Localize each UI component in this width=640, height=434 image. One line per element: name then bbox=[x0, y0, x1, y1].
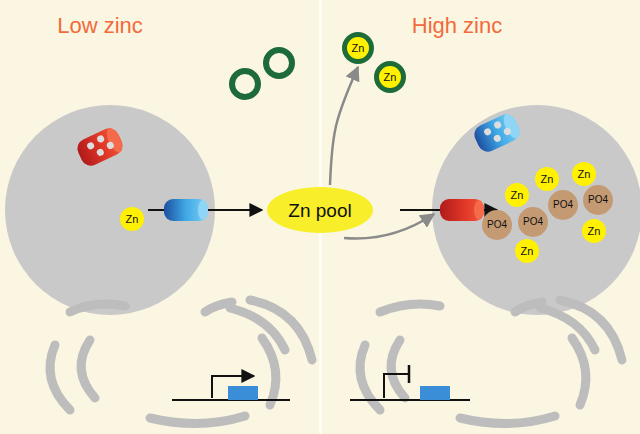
phosphate: PO4 bbox=[548, 190, 578, 220]
er-membranes bbox=[50, 300, 622, 424]
panel-title: Low zinc bbox=[57, 13, 143, 39]
panel-title: High zinc bbox=[412, 13, 502, 39]
node-text: Zn bbox=[352, 43, 365, 54]
gene-box bbox=[420, 386, 450, 400]
repression-bar bbox=[408, 365, 411, 383]
empty-zinc-carrier bbox=[266, 50, 292, 76]
node-text: Zn bbox=[578, 169, 591, 180]
zinc-ion: Zn bbox=[572, 162, 596, 186]
vacuole bbox=[5, 105, 215, 315]
zinc-ion: Zn bbox=[120, 207, 144, 231]
node-text: PO4 bbox=[553, 200, 573, 210]
node-text: Zn bbox=[511, 190, 524, 201]
phosphate: PO4 bbox=[583, 185, 613, 215]
node-text: Zn bbox=[384, 72, 397, 83]
activation-arrow bbox=[212, 376, 254, 398]
zinc-carrier: Zn bbox=[374, 61, 406, 93]
node-text: Zn bbox=[588, 226, 601, 237]
repression-line bbox=[384, 374, 408, 398]
vacuole bbox=[432, 105, 640, 315]
zinc-ion: Zn bbox=[582, 219, 606, 243]
phosphate: PO4 bbox=[518, 207, 548, 237]
node-text: PO4 bbox=[487, 220, 507, 230]
zinc-pool: Zn pool bbox=[267, 187, 373, 233]
zinc-ion: Zn bbox=[505, 183, 529, 207]
blue-membrane-transporter bbox=[164, 199, 208, 221]
gene-box bbox=[228, 386, 258, 400]
node-text: PO4 bbox=[523, 217, 543, 227]
empty-zinc-carrier bbox=[232, 71, 258, 97]
node-text: Zn bbox=[521, 246, 534, 257]
zinc-carrier: Zn bbox=[342, 32, 374, 64]
zinc-ion: Zn bbox=[535, 167, 559, 191]
red-membrane-transporter bbox=[440, 199, 484, 221]
gene-line bbox=[350, 399, 470, 401]
node-text: Zn bbox=[126, 214, 139, 225]
zinc-ion: Zn bbox=[515, 239, 539, 263]
node-text: PO4 bbox=[588, 195, 608, 205]
node-text: Zn bbox=[541, 174, 554, 185]
phosphate: PO4 bbox=[482, 210, 512, 240]
red-transporter bbox=[74, 125, 126, 169]
flow-arrow bbox=[330, 67, 358, 185]
blue-transporter bbox=[471, 111, 523, 155]
node-text: Zn pool bbox=[288, 201, 351, 220]
